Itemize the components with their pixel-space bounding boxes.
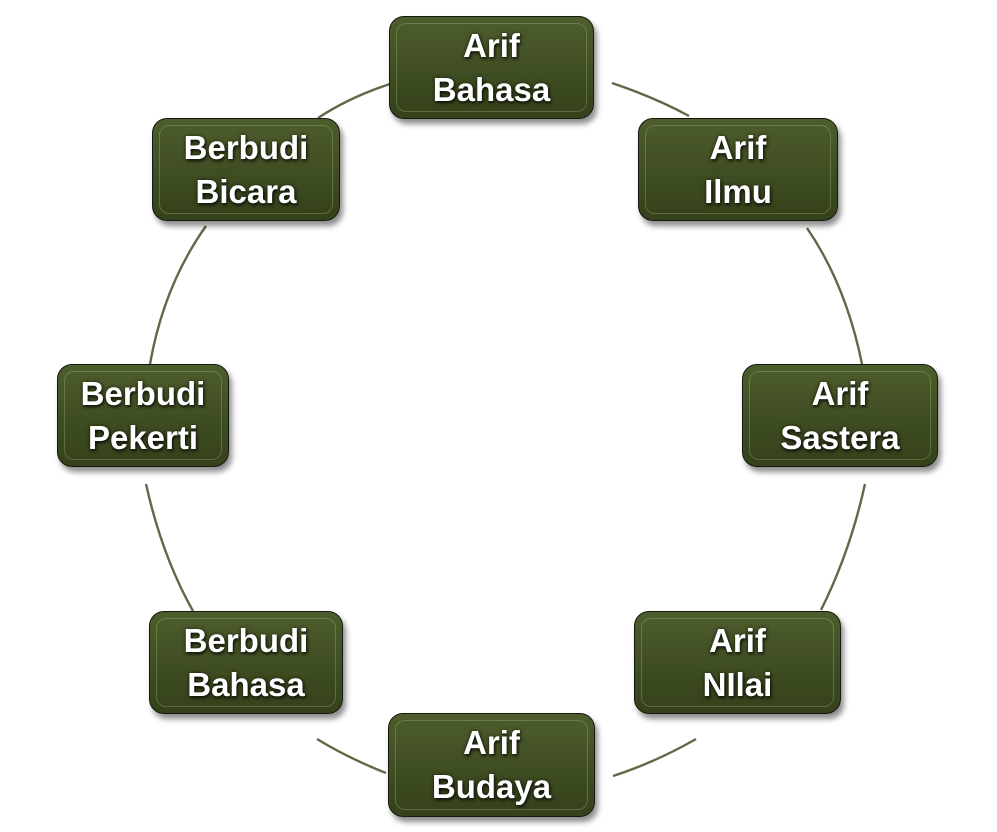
node-label: Berbudi Pekerti bbox=[80, 374, 206, 456]
connector-arif-bahasa-to-arif-ilmu bbox=[611, 81, 690, 118]
node-arif-bahasa: Arif Bahasa bbox=[389, 16, 594, 119]
node-berbudi-bicara: Berbudi Bicara bbox=[152, 118, 340, 221]
connector-berbudi-bahasa-to-berbudi-pekerti bbox=[144, 483, 195, 612]
connector-arif-budaya-to-berbudi-bahasa bbox=[316, 737, 387, 775]
connector-arif-ilmu-to-arif-sastera bbox=[806, 227, 864, 365]
connector-arif-nilai-to-arif-budaya bbox=[612, 737, 697, 778]
connector-berbudi-bicara-to-arif-bahasa bbox=[317, 82, 391, 120]
node-arif-nilai: Arif NIlai bbox=[634, 611, 841, 714]
node-label: Arif Sastera bbox=[780, 374, 900, 456]
node-label: Arif NIlai bbox=[702, 621, 773, 703]
node-berbudi-bahasa: Berbudi Bahasa bbox=[149, 611, 343, 714]
node-label: Berbudi Bicara bbox=[183, 128, 309, 210]
connector-arif-sastera-to-arif-nilai bbox=[819, 483, 867, 611]
node-label: Arif Budaya bbox=[431, 724, 552, 805]
node-label: Berbudi Bahasa bbox=[183, 621, 309, 703]
node-label: Arif Bahasa bbox=[432, 26, 551, 108]
connector-berbudi-pekerti-to-berbudi-bicara bbox=[148, 225, 207, 365]
node-arif-sastera: Arif Sastera bbox=[742, 364, 938, 467]
node-label: Arif Ilmu bbox=[704, 128, 772, 210]
node-arif-ilmu: Arif Ilmu bbox=[638, 118, 838, 221]
node-berbudi-pekerti: Berbudi Pekerti bbox=[57, 364, 229, 467]
node-arif-budaya: Arif Budaya bbox=[388, 713, 595, 817]
